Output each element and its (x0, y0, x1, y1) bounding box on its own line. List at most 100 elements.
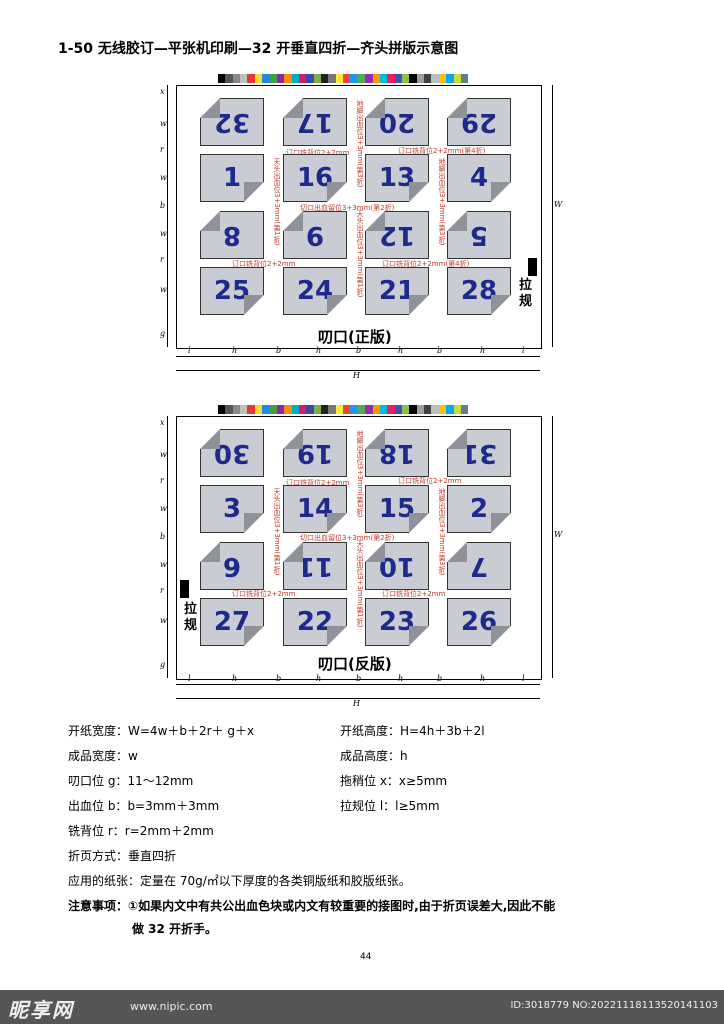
front-page-tile: 29 (447, 98, 511, 146)
color-swatch (401, 74, 410, 83)
back-vnote-2: 地脚出血位3+3mm(第3折) (356, 430, 364, 518)
color-swatch (269, 405, 277, 414)
front-side-guide-mark (528, 258, 537, 276)
dimension-label-b: b (437, 674, 443, 683)
color-swatch (350, 405, 358, 414)
color-swatch (350, 74, 358, 83)
spec-label: 出血位 b： (68, 799, 128, 813)
dimension-label-b: b (276, 674, 282, 683)
color-swatch (321, 405, 329, 414)
color-swatch (225, 74, 233, 83)
spec-value: 11～12mm (127, 774, 194, 788)
color-swatch (262, 405, 270, 414)
color-swatch (365, 74, 373, 83)
side-dimension-label-r: r (160, 255, 164, 264)
back-page-tile: 11 (283, 542, 347, 590)
front-H-label: H (353, 371, 360, 380)
color-swatch (446, 405, 454, 414)
spec-label: 成品高度： (340, 749, 401, 763)
dimension-label-h: h (232, 346, 238, 355)
spec-row-6: 应用的纸张：定量在 70g/㎡以下厚度的各类铜版纸和胶版纸张。 (68, 872, 411, 889)
dimension-label-h: h (398, 346, 404, 355)
back-note-2: 订口铣背位2+2mm (398, 477, 462, 485)
spec-row-1: 成品宽度：w (68, 747, 138, 764)
spec-value: w (128, 749, 138, 763)
page-title: 1-50 无线胶订—平张机印刷—32 开垂直四折—齐头拼版示意图 (58, 41, 459, 57)
front-h-dimension (176, 356, 540, 357)
spec-value: b=3mm＋3mm (127, 799, 220, 813)
side-dimension-label-w: w (160, 504, 167, 513)
spec-row-5: 折页方式：垂直四折 (68, 847, 176, 864)
color-swatch (343, 405, 351, 414)
dimension-label-h: h (480, 674, 486, 683)
spec-value: l≥5mm (395, 799, 440, 813)
color-swatch (276, 405, 285, 414)
spec-row-0: 开纸宽度：W=4w＋b＋2r＋ g＋x (68, 722, 254, 739)
back-page-tile: 19 (283, 429, 347, 477)
front-H-dimension (176, 370, 540, 371)
color-swatch (284, 74, 292, 83)
back-page-tile: 30 (200, 429, 264, 477)
spec-row-0b: 开纸高度：H=4h＋3b＋2l (340, 722, 485, 739)
dimension-label-l: l (188, 346, 191, 355)
spec-label: 铣背位 r： (68, 824, 125, 838)
front-page-tile: 9 (283, 211, 347, 259)
color-swatch (379, 405, 388, 414)
color-swatch (225, 405, 233, 414)
dimension-label-b: b (356, 346, 362, 355)
front-vnote-4: 地脚出血位3+3mm(第3折) (438, 158, 446, 246)
color-swatch (284, 405, 292, 414)
side-dimension-label-x: x (160, 87, 165, 96)
front-page-tile: 17 (283, 98, 347, 146)
dimension-label-l: l (522, 346, 525, 355)
front-page-tile: 13 (365, 154, 429, 202)
back-page-tile: 22 (283, 598, 347, 646)
color-control-bar-back (218, 405, 469, 414)
spec-row-4: 铣背位 r：r=2mm＋2mm (68, 822, 214, 839)
color-swatch (328, 405, 336, 414)
front-note-4: 订口铣背位2+2mm (232, 260, 296, 268)
back-page-tile: 10 (365, 542, 429, 590)
side-dimension-label-r: r (160, 586, 164, 595)
notice-text: ①如果内文中有共公出血色块或内文有较重要的接图时,由于折页误差大,因此不能 (128, 899, 556, 913)
color-swatch (232, 74, 241, 83)
spec-label: 拉规位 l： (340, 799, 396, 813)
color-swatch (431, 405, 439, 414)
dimension-label-h: h (232, 674, 238, 683)
color-swatch (416, 74, 425, 83)
color-swatch (306, 405, 314, 414)
color-swatch (269, 74, 277, 83)
back-vnote-4: 地脚出血位3+3mm(第3折) (438, 488, 446, 576)
spec-value: H=4h＋3b＋2l (400, 724, 485, 738)
front-note-5: 订口铣背位2+2mm(第4折) (382, 260, 470, 268)
color-swatch (328, 74, 336, 83)
color-swatch (438, 405, 447, 414)
color-swatch (365, 405, 373, 414)
spec-label: 成品宽度： (68, 749, 129, 763)
front-page-tile: 25 (200, 267, 264, 315)
dimension-label-h: h (398, 674, 404, 683)
color-swatch (372, 405, 380, 414)
spec-row-2b: 拖稍位 x：x≥5mm (340, 772, 447, 789)
spec-row-1b: 成品高度：h (340, 747, 408, 764)
color-swatch (372, 74, 380, 83)
dimension-label-l: l (188, 674, 191, 683)
back-page-tile: 6 (200, 542, 264, 590)
back-page-tile: 27 (200, 598, 264, 646)
back-page-tile: 26 (447, 598, 511, 646)
color-swatch (321, 74, 329, 83)
color-swatch (424, 74, 432, 83)
spec-label: 开纸高度： (340, 724, 401, 738)
dimension-label-h: h (480, 346, 486, 355)
color-swatch (218, 405, 226, 414)
color-swatch (335, 405, 344, 414)
color-swatch (460, 405, 469, 414)
color-swatch (409, 405, 417, 414)
back-page-tile: 2 (447, 485, 511, 533)
side-dimension-label-w: w (160, 450, 167, 459)
color-swatch (247, 74, 255, 83)
side-dimension-label-w: w (160, 173, 167, 182)
spec-row-3b: 拉规位 l：l≥5mm (340, 797, 440, 814)
dimension-label-b: b (437, 346, 443, 355)
back-page-tile: 14 (283, 485, 347, 533)
